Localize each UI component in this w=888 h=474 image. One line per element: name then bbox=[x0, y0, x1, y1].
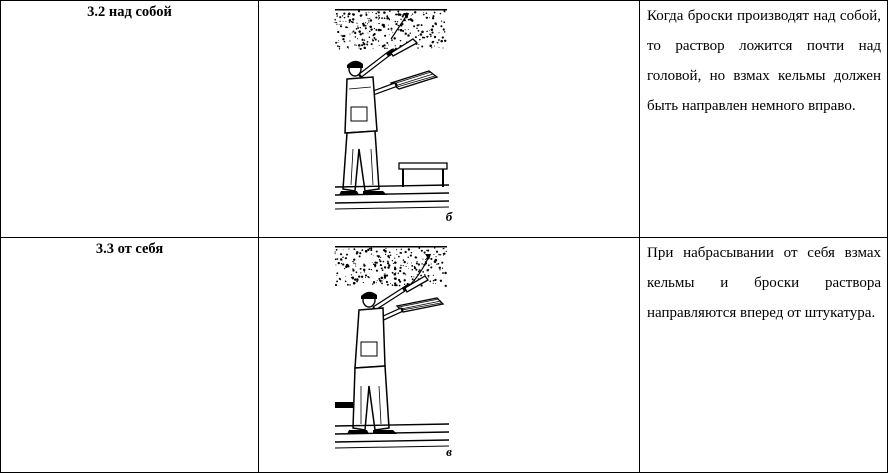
table-row: 3.3 от себя bbox=[0, 237, 888, 473]
technique-label: 3.3 от себя bbox=[95, 241, 164, 257]
figure-letter: в bbox=[446, 444, 452, 459]
ceiling-texture bbox=[335, 9, 447, 11]
technique-label-cell: 3.3 от себя bbox=[0, 237, 259, 473]
plasterer-forward-icon bbox=[334, 246, 450, 449]
technique-label: 3.2 над собой bbox=[87, 4, 172, 20]
table-row: 3.2 над собой bbox=[0, 0, 888, 238]
technique-label-cell: 3.2 над собой bbox=[0, 0, 259, 238]
illustration-cell: в bbox=[258, 237, 640, 473]
illustration-cell: б bbox=[258, 0, 640, 238]
description-cell: При набрасывании от себя взмах кельмы и … bbox=[639, 237, 888, 473]
technique-description: При набрасывании от себя взмах кельмы и … bbox=[647, 245, 881, 321]
description-cell: Когда броски производят над собой, то ра… bbox=[639, 0, 888, 238]
figure-letter: б bbox=[445, 209, 453, 224]
technique-description: Когда броски производят над собой, то ра… bbox=[647, 8, 881, 114]
plasterer-overhead-icon bbox=[334, 9, 450, 210]
ceiling-texture bbox=[335, 246, 447, 248]
